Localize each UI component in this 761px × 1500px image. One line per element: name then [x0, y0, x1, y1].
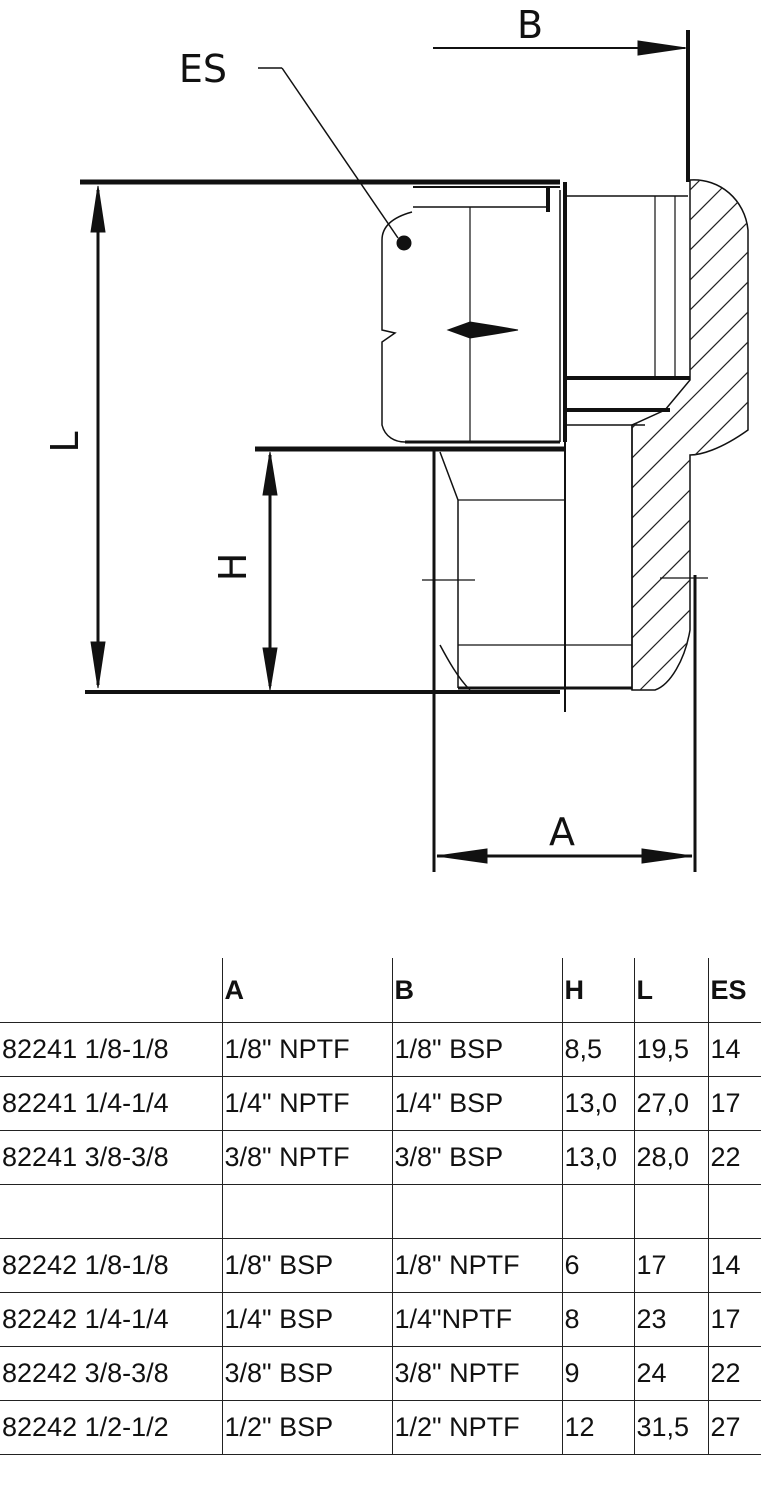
- cell-h: 12: [561, 1400, 634, 1455]
- cell-l: 19,5: [633, 1022, 708, 1077]
- cell-b: 3/8" BSP: [391, 1130, 562, 1185]
- header-b: B: [391, 958, 562, 1023]
- cell-b: 1/4" BSP: [391, 1076, 562, 1131]
- header-es: ES: [707, 958, 761, 1023]
- header-a: A: [221, 958, 392, 1023]
- fitting-technical-drawing: L H B A ES: [43, 3, 749, 872]
- cell-a: 1/2" BSP: [221, 1400, 392, 1455]
- cell-es: 27: [707, 1400, 761, 1455]
- cell-h: 13,0: [561, 1076, 634, 1131]
- cell-l: 27,0: [633, 1076, 708, 1131]
- table-row-spacer: [0, 1184, 761, 1239]
- cell-es: 14: [707, 1022, 761, 1077]
- cell-b: 1/4"NPTF: [391, 1292, 562, 1347]
- dimension-label-a: A: [549, 810, 575, 854]
- cell-l: 17: [633, 1238, 708, 1293]
- cell-es: 14: [707, 1238, 761, 1293]
- cell-h: 6: [561, 1238, 634, 1293]
- cell-es: 22: [707, 1130, 761, 1185]
- cell-part-number: [0, 1184, 222, 1239]
- cell-h: 8: [561, 1292, 634, 1347]
- dimension-label-b: B: [517, 3, 543, 47]
- cell-es: 17: [707, 1292, 761, 1347]
- hex-nut-body: [381, 186, 561, 444]
- cell-a: 1/4" BSP: [221, 1292, 392, 1347]
- es-leader: ES: [179, 47, 412, 251]
- cell-l: 31,5: [633, 1400, 708, 1455]
- dimension-label-es: ES: [179, 47, 227, 91]
- cell-es: 22: [707, 1346, 761, 1401]
- cell-part-number: 82241 3/8-3/8: [0, 1130, 222, 1185]
- cell-h: [561, 1184, 634, 1239]
- dimension-label-h: H: [211, 553, 255, 582]
- cell-b: 3/8" NPTF: [391, 1346, 562, 1401]
- cell-h: 8,5: [561, 1022, 634, 1077]
- cell-b: 1/8" BSP: [391, 1022, 562, 1077]
- table-row: 82242 1/4-1/4 1/4" BSP 1/4"NPTF 8 23 17: [0, 1292, 761, 1347]
- cell-a: 1/8" NPTF: [221, 1022, 392, 1077]
- table-row: 82242 3/8-3/8 3/8" BSP 3/8" NPTF 9 24 22: [0, 1346, 761, 1401]
- cell-part-number: 82242 3/8-3/8: [0, 1346, 222, 1401]
- table-row: 82241 1/4-1/4 1/4" NPTF 1/4" BSP 13,0 27…: [0, 1076, 761, 1131]
- section-hatching: [632, 179, 748, 690]
- cell-part-number: 82241 1/4-1/4: [0, 1076, 222, 1131]
- dimension-h: H: [211, 446, 565, 691]
- table-row: 82242 1/2-1/2 1/2" BSP 1/2" NPTF 12 31,5…: [0, 1400, 761, 1455]
- cell-es: 17: [707, 1076, 761, 1131]
- cell-es: [707, 1184, 761, 1239]
- dimension-a: A: [432, 448, 697, 872]
- table-row: 82242 1/8-1/8 1/8" BSP 1/8" NPTF 6 17 14: [0, 1238, 761, 1293]
- header-part-number: [0, 958, 222, 1023]
- cell-b: 1/2" NPTF: [391, 1400, 562, 1455]
- cell-part-number: 82242 1/2-1/2: [0, 1400, 222, 1455]
- specification-table: A B H L ES 82241 1/8-1/8 1/8" NPTF 1/8" …: [0, 958, 761, 1455]
- cell-a: 3/8" NPTF: [221, 1130, 392, 1185]
- cell-l: 24: [633, 1346, 708, 1401]
- lower-female-section: [422, 425, 708, 712]
- cell-part-number: 82241 1/8-1/8: [0, 1022, 222, 1077]
- cell-h: 9: [561, 1346, 634, 1401]
- cell-a: 1/4" NPTF: [221, 1076, 392, 1131]
- cell-part-number: 82242 1/4-1/4: [0, 1292, 222, 1347]
- table-row: 82241 1/8-1/8 1/8" NPTF 1/8" BSP 8,5 19,…: [0, 1022, 761, 1077]
- cell-a: 1/8" BSP: [221, 1238, 392, 1293]
- cell-a: [221, 1184, 392, 1239]
- cell-h: 13,0: [561, 1130, 634, 1185]
- cell-l: [633, 1184, 708, 1239]
- cell-l: 23: [633, 1292, 708, 1347]
- header-l: L: [633, 958, 708, 1023]
- table-header-row: A B H L ES: [0, 958, 761, 1023]
- table-row: 82241 3/8-3/8 3/8" NPTF 3/8" BSP 13,0 28…: [0, 1130, 761, 1185]
- cell-b: [391, 1184, 562, 1239]
- dimension-l: L: [43, 179, 560, 694]
- cell-b: 1/8" NPTF: [391, 1238, 562, 1293]
- cell-l: 28,0: [633, 1130, 708, 1185]
- cell-a: 3/8" BSP: [221, 1346, 392, 1401]
- dimension-b: B: [433, 3, 690, 182]
- cell-part-number: 82242 1/8-1/8: [0, 1238, 222, 1293]
- dimension-label-l: L: [43, 431, 87, 452]
- header-h: H: [561, 958, 634, 1023]
